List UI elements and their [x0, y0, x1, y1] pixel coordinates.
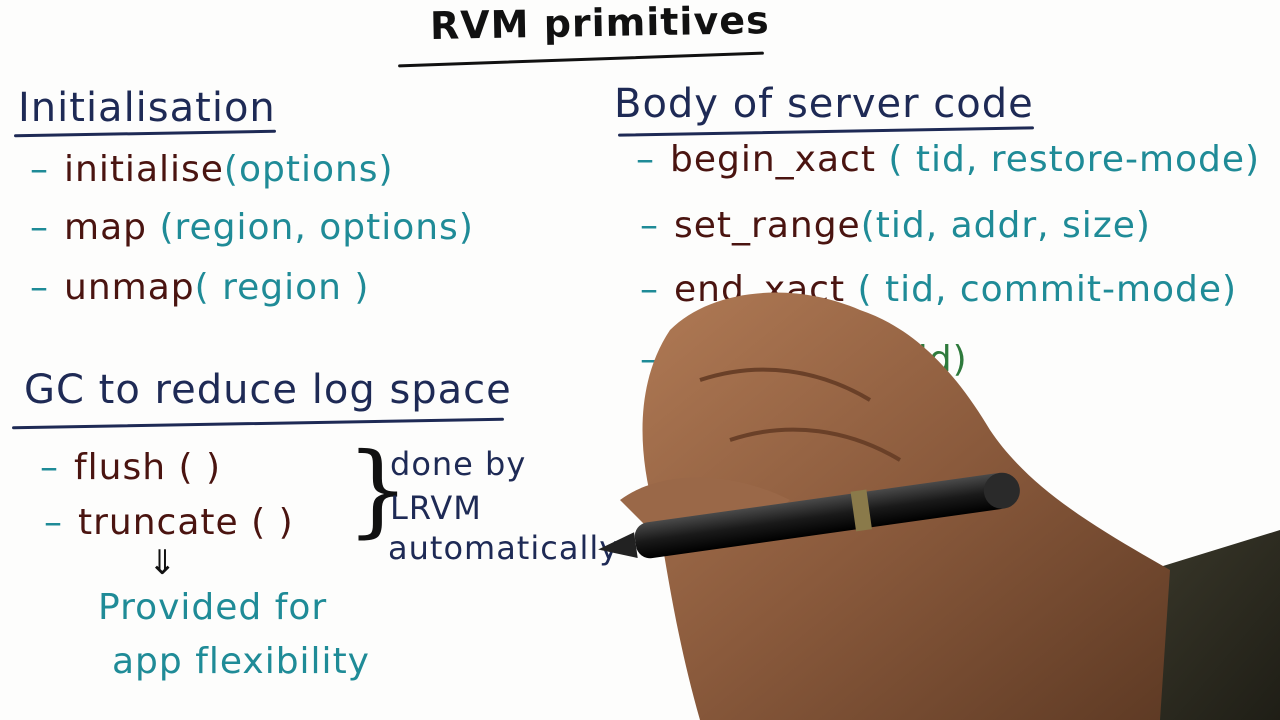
initialization-heading: Initialisation — [18, 85, 276, 131]
page-title: RVM primitives — [429, 0, 771, 48]
curly-brace: } — [346, 431, 411, 548]
function-name: unmap — [64, 267, 195, 308]
function-name: flush — [74, 447, 167, 488]
down-arrow-icon: ⇓ — [148, 543, 178, 583]
dash: – — [636, 139, 655, 180]
dash: – — [30, 149, 49, 190]
function-args: ( tid, restore-mode) — [888, 139, 1261, 180]
function-args: ( ) — [251, 502, 294, 543]
function-args: (options) — [223, 149, 394, 190]
gc-item: –flush ( ) — [40, 450, 221, 486]
pen-tip — [598, 532, 638, 559]
pen-band — [850, 489, 872, 532]
dash: – — [640, 205, 659, 246]
function-name: set_range — [674, 205, 861, 246]
pen-cap-end — [983, 472, 1020, 509]
function-args: (region, options) — [159, 207, 474, 248]
body-item: –end_xact ( tid, commit-mode) — [640, 272, 1237, 308]
function-name: truncate — [78, 502, 239, 543]
initialization-item: –initialise(options) — [30, 152, 394, 188]
dash: – — [40, 447, 59, 488]
hand-with-pen-image — [598, 292, 1280, 720]
pen-barrel — [634, 473, 1013, 559]
body-item: –set_range(tid, addr, size) — [640, 208, 1151, 244]
knuckle-crease — [729, 427, 902, 462]
function-args: ( region ) — [194, 267, 370, 308]
title-underline — [398, 51, 764, 68]
dash: – — [640, 269, 659, 310]
function-name: map — [64, 207, 147, 248]
function-args: (tid, addr, size) — [860, 205, 1151, 246]
gc-note-line: LRVM — [390, 489, 482, 527]
provided-note-line: Provided for — [98, 587, 328, 628]
dash: – — [30, 207, 49, 248]
initialization-item: –unmap( region ) — [30, 270, 369, 306]
initialization-item: –map (region, options) — [30, 210, 474, 246]
body-item: –begin_xact ( tid, restore-mode) — [636, 142, 1260, 178]
provided-note-line: app flexibility — [112, 641, 370, 682]
gc-note-line: done by — [390, 445, 527, 483]
dash: – — [44, 502, 63, 543]
gc-item: –truncate ( ) — [44, 505, 294, 541]
function-args: ( ) — [178, 447, 222, 488]
body-underline — [618, 126, 1034, 137]
function-name: begin_xact — [670, 139, 876, 180]
body-heading: Body of server code — [614, 81, 1034, 127]
function-args: ( tid, commit-mode) — [857, 269, 1238, 310]
pen-icon — [598, 472, 1020, 559]
dash: – — [30, 267, 49, 308]
function-name: initialise — [64, 149, 224, 190]
gc-underline — [12, 417, 504, 430]
gc-note-line: automatically — [388, 529, 620, 567]
gc-heading: GC to reduce log space — [24, 367, 512, 413]
knuckle-crease — [699, 367, 872, 402]
